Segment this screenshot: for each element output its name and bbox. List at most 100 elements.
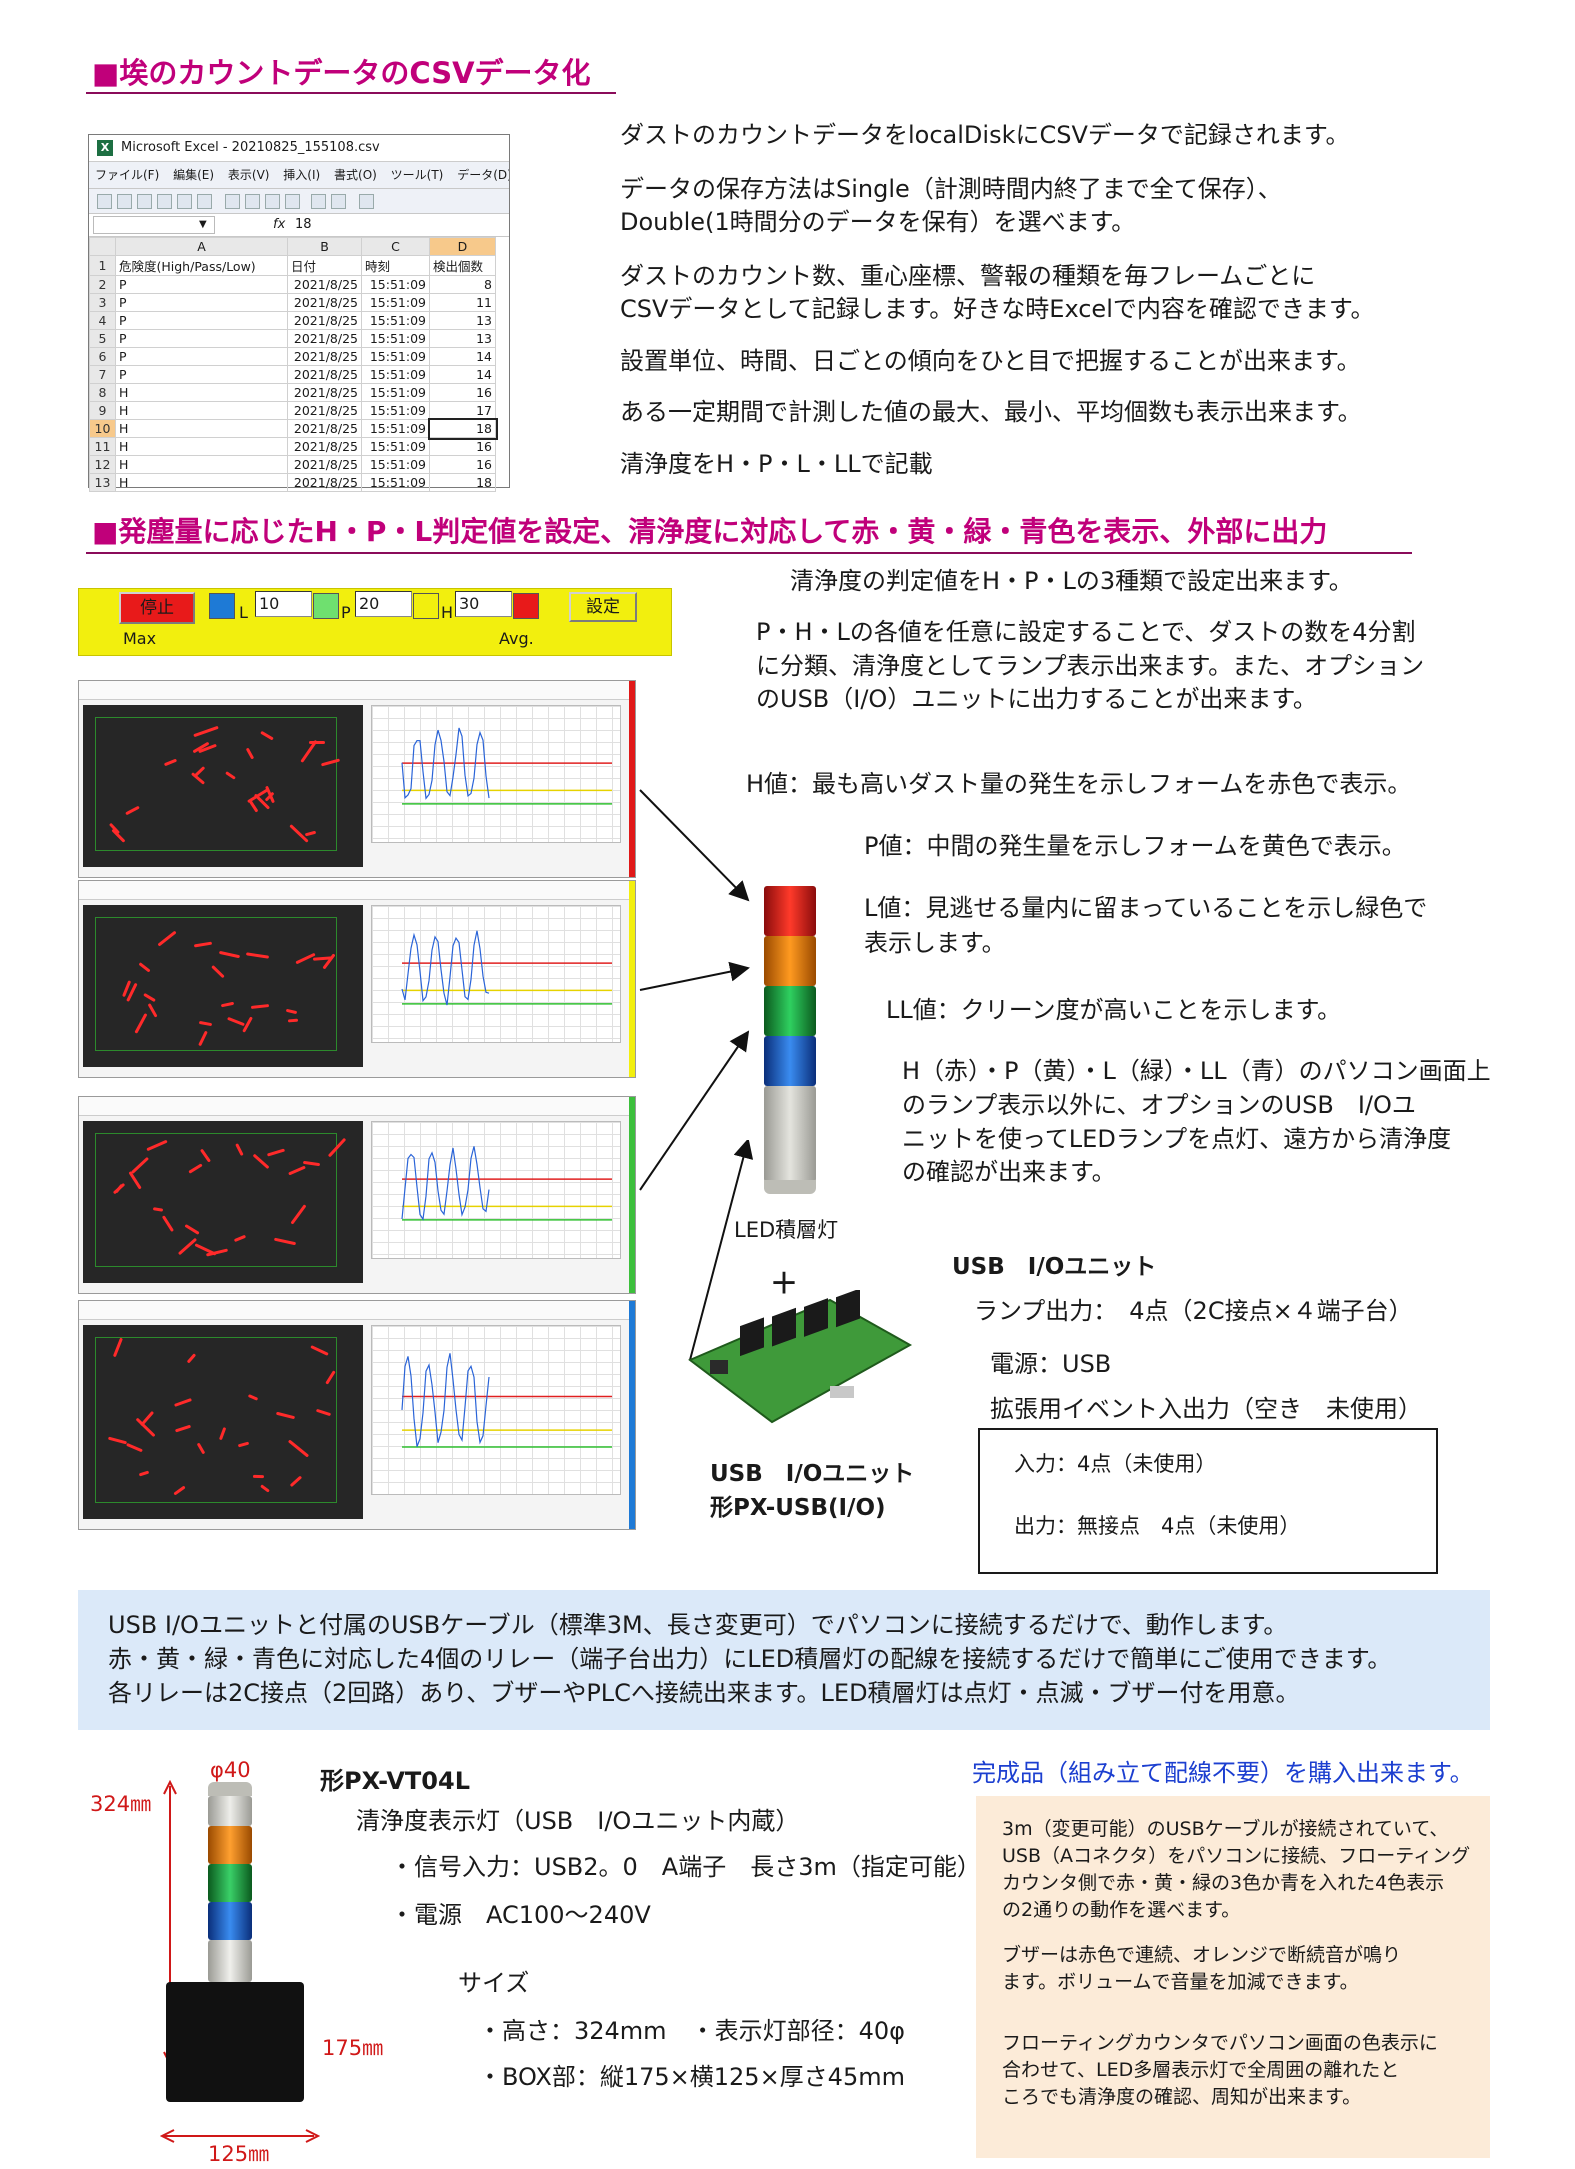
link-icon[interactable] [359, 194, 374, 209]
table-cell[interactable]: 2021/8/25 [287, 329, 362, 348]
table-cell[interactable]: 11 [429, 293, 496, 312]
table-cell[interactable]: 2021/8/25 [287, 473, 362, 492]
copy-icon[interactable] [245, 194, 260, 209]
table-cell[interactable]: 2021/8/25 [287, 347, 362, 366]
column-header[interactable]: D [429, 237, 496, 256]
excel-menu-insert[interactable]: 挿入(I) [283, 168, 321, 182]
l-color-swatch[interactable] [209, 593, 235, 619]
table-cell[interactable]: 危険度(High/Pass/Low) [115, 255, 288, 276]
row-header[interactable]: 10 [89, 419, 116, 438]
print-icon[interactable] [157, 194, 172, 209]
excel-menu-view[interactable]: 表示(V) [227, 168, 270, 182]
table-cell[interactable]: 2021/8/25 [287, 365, 362, 384]
excel-menu-tools[interactable]: ツール(T) [390, 168, 444, 182]
table-cell[interactable]: H [115, 383, 288, 402]
column-header[interactable]: A [115, 237, 288, 256]
table-cell[interactable]: 15:51:09 [361, 455, 430, 474]
row-header[interactable]: 4 [89, 311, 116, 330]
table-cell[interactable]: 15:51:09 [361, 401, 430, 420]
red-color-swatch[interactable] [513, 593, 539, 619]
table-cell[interactable]: 2021/8/25 [287, 437, 362, 456]
table-cell[interactable]: 日付 [287, 255, 362, 276]
table-cell[interactable]: P [115, 347, 288, 366]
table-cell[interactable]: 17 [429, 401, 496, 420]
table-cell[interactable]: 2021/8/25 [287, 401, 362, 420]
column-header[interactable]: C [361, 237, 430, 256]
excel-menu-edit[interactable]: 編集(E) [173, 168, 215, 182]
table-cell[interactable]: P [115, 329, 288, 348]
row-header[interactable]: 13 [89, 473, 116, 492]
table-cell[interactable]: H [115, 419, 288, 438]
table-cell[interactable]: 14 [429, 347, 496, 366]
stop-button[interactable]: 停止 [119, 592, 195, 624]
table-cell[interactable]: 2021/8/25 [287, 275, 362, 294]
excel-menu-data[interactable]: データ(D) [457, 168, 509, 182]
h-value-input[interactable]: 30 [455, 591, 512, 617]
column-header[interactable]: B [287, 237, 362, 256]
row-header[interactable]: 8 [89, 383, 116, 402]
format-painter-icon[interactable] [285, 194, 300, 209]
table-cell[interactable]: 15:51:09 [361, 473, 430, 492]
table-cell[interactable]: H [115, 437, 288, 456]
row-header[interactable]: 6 [89, 347, 116, 366]
h-color-swatch[interactable] [413, 593, 439, 619]
table-cell[interactable]: P [115, 275, 288, 294]
formula-value[interactable]: 18 [295, 217, 312, 232]
row-header[interactable]: 12 [89, 455, 116, 474]
table-cell[interactable]: 15:51:09 [361, 383, 430, 402]
undo-icon[interactable] [311, 194, 326, 209]
row-header[interactable]: 3 [89, 293, 116, 312]
table-cell[interactable]: 検出個数 [429, 255, 496, 276]
table-cell[interactable]: 15:51:09 [361, 347, 430, 366]
redo-icon[interactable] [331, 194, 346, 209]
table-cell[interactable]: 2021/8/25 [287, 419, 362, 438]
row-header[interactable]: 2 [89, 275, 116, 294]
l-value-input[interactable]: 10 [255, 591, 312, 617]
set-button[interactable]: 設定 [569, 592, 637, 622]
cut-icon[interactable] [225, 194, 240, 209]
row-header[interactable]: 11 [89, 437, 116, 456]
table-cell[interactable]: P [115, 365, 288, 384]
table-cell[interactable]: H [115, 473, 288, 492]
row-header[interactable]: 1 [89, 255, 116, 276]
table-cell[interactable]: 18 [429, 473, 496, 492]
table-cell[interactable]: 13 [429, 329, 496, 348]
table-cell[interactable]: 14 [429, 365, 496, 384]
table-cell[interactable]: 15:51:09 [361, 293, 430, 312]
spell-icon[interactable] [197, 194, 212, 209]
new-icon[interactable] [97, 194, 112, 209]
paste-icon[interactable] [265, 194, 280, 209]
table-cell[interactable]: 16 [429, 437, 496, 456]
p-color-swatch[interactable] [313, 593, 339, 619]
table-cell[interactable]: 15:51:09 [361, 329, 430, 348]
table-cell[interactable]: P [115, 293, 288, 312]
table-cell[interactable]: 16 [429, 383, 496, 402]
table-cell[interactable]: 18 [427, 417, 498, 440]
row-header[interactable]: 9 [89, 401, 116, 420]
name-box-dropdown-icon[interactable]: ▼ [199, 219, 207, 230]
table-cell[interactable]: 2021/8/25 [287, 293, 362, 312]
table-cell[interactable]: 15:51:09 [361, 311, 430, 330]
table-cell[interactable]: H [115, 401, 288, 420]
open-icon[interactable] [117, 194, 132, 209]
name-box[interactable] [93, 216, 215, 234]
table-cell[interactable]: 時刻 [361, 255, 430, 276]
table-cell[interactable]: 2021/8/25 [287, 455, 362, 474]
table-cell[interactable]: 2021/8/25 [287, 311, 362, 330]
table-cell[interactable]: P [115, 311, 288, 330]
table-cell[interactable]: 15:51:09 [361, 365, 430, 384]
table-cell[interactable]: 16 [429, 455, 496, 474]
table-cell[interactable]: 8 [429, 275, 496, 294]
row-header[interactable]: 5 [89, 329, 116, 348]
p-value-input[interactable]: 20 [355, 591, 412, 617]
save-icon[interactable] [137, 194, 152, 209]
table-cell[interactable]: 15:51:09 [361, 437, 430, 456]
excel-menu-format[interactable]: 書式(O) [334, 168, 377, 182]
excel-menu-file[interactable]: ファイル(F) [95, 168, 160, 182]
preview-icon[interactable] [177, 194, 192, 209]
table-cell[interactable]: 13 [429, 311, 496, 330]
table-cell[interactable]: 2021/8/25 [287, 383, 362, 402]
table-cell[interactable]: H [115, 455, 288, 474]
corner-cell[interactable] [89, 237, 116, 256]
table-cell[interactable]: 15:51:09 [361, 275, 430, 294]
